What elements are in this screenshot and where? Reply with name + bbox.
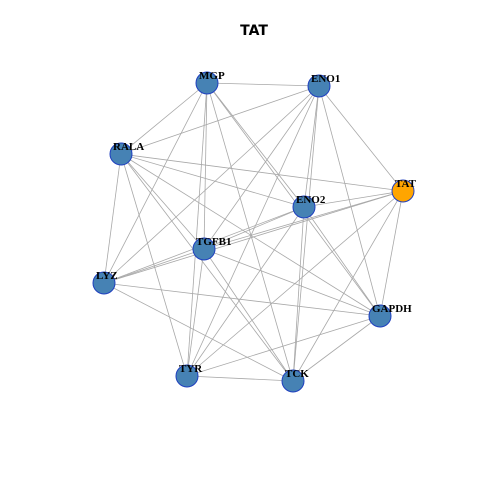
edge-tat-lyz [103, 190, 404, 284]
node-tyr[interactable] [175, 364, 199, 388]
edge-rala-lyz [103, 153, 122, 284]
nodes-layer [92, 71, 415, 393]
edge-mgp-gapdh [206, 82, 381, 317]
node-gapdh[interactable] [368, 304, 392, 328]
edge-mgp-eno2 [206, 82, 305, 208]
node-tck[interactable] [281, 369, 305, 393]
node-eno1[interactable] [307, 74, 331, 98]
edge-eno1-lyz [103, 85, 320, 284]
edge-lyz-gapdh [103, 282, 381, 317]
node-lyz[interactable] [92, 271, 116, 295]
edge-eno2-tyr [186, 206, 305, 377]
edge-rala-tck [120, 153, 294, 382]
node-eno2[interactable] [292, 195, 316, 219]
edges-layer [103, 82, 404, 382]
edge-rala-tgfb1 [120, 153, 205, 250]
edge-rala-tyr [120, 153, 188, 377]
node-label-tyr: TYR [179, 363, 203, 375]
edge-tgfb1-lyz [103, 248, 205, 284]
node-label-mgp: MGP [199, 70, 225, 82]
edge-mgp-tck [206, 82, 294, 382]
edge-tgfb1-gapdh [203, 248, 381, 317]
edge-tyr-tck [186, 375, 294, 382]
node-label-tat: TAT [395, 178, 417, 190]
node-label-eno2: ENO2 [296, 194, 326, 206]
graph-title: TAT [240, 23, 268, 39]
edge-eno2-tck [292, 206, 305, 382]
edge-eno1-rala [120, 85, 320, 155]
edge-gapdh-tyr [186, 315, 381, 377]
edge-tat-eno2 [303, 190, 404, 208]
node-tgfb1[interactable] [192, 237, 216, 261]
edge-rala-eno2 [120, 153, 305, 208]
node-mgp[interactable] [195, 71, 219, 95]
edge-gapdh-tck [292, 315, 381, 382]
node-label-tck: TCK [285, 368, 309, 380]
edge-rala-gapdh [120, 153, 381, 317]
edge-tat-tck [292, 190, 404, 382]
edge-rala-tat [120, 153, 404, 192]
edge-eno1-tyr [186, 85, 320, 377]
node-label-rala: RALA [113, 141, 144, 153]
node-label-tgfb1: TGFB1 [196, 236, 231, 248]
edge-mgp-tyr [186, 82, 208, 377]
edge-eno2-gapdh [303, 206, 381, 317]
edge-mgp-lyz [103, 82, 208, 284]
edge-mgp-rala [120, 82, 208, 155]
edge-eno2-tgfb1 [203, 206, 305, 250]
node-rala[interactable] [109, 142, 133, 166]
edge-lyz-tck [103, 282, 294, 382]
edge-tat-gapdh [379, 190, 404, 317]
edge-eno1-tat [318, 85, 404, 192]
edge-mgp-tgfb1 [203, 82, 208, 250]
edge-mgp-eno1 [206, 82, 320, 87]
edge-eno1-eno2 [303, 85, 320, 208]
node-label-lyz: LYZ [96, 270, 118, 282]
node-label-eno1: ENO1 [311, 73, 340, 85]
edge-tgfb1-tck [203, 248, 294, 382]
edge-eno1-tgfb1 [203, 85, 320, 250]
node-tat[interactable] [391, 179, 415, 203]
edge-eno1-tck [292, 85, 320, 382]
edge-tgfb1-tyr [186, 248, 205, 377]
edge-eno1-gapdh [318, 85, 381, 317]
node-label-gapdh: GAPDH [372, 303, 412, 315]
